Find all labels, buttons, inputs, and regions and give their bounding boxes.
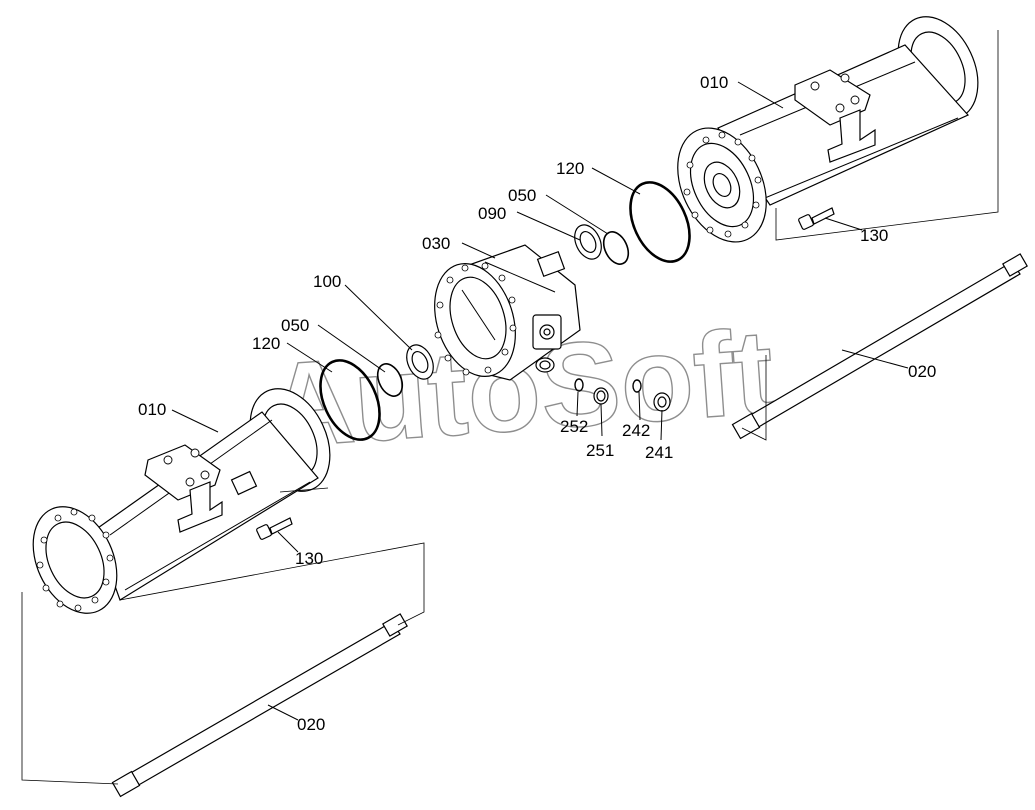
callout-251: 251 — [586, 441, 614, 460]
callout-120-right: 120 — [556, 159, 584, 178]
bearing-100 — [406, 344, 434, 380]
axle-shaft-right — [731, 253, 1028, 440]
o-ring-120-left — [319, 359, 381, 441]
callout-020-right: 020 — [908, 362, 936, 381]
callout-010-right: 010 — [700, 73, 728, 92]
callout-130-right: 130 — [860, 226, 888, 245]
leader-lines — [171, 81, 909, 721]
bolt-130-right — [798, 207, 835, 230]
axle-housing-left — [32, 388, 331, 614]
callout-120-left: 120 — [252, 334, 280, 353]
center-housing — [434, 244, 581, 381]
plug-251 — [593, 387, 609, 405]
o-ring-252 — [574, 378, 584, 392]
o-ring-120-right — [629, 181, 691, 263]
callout-090: 090 — [478, 204, 506, 223]
seal-ring-050-left — [376, 363, 404, 397]
axle-shaft-left — [111, 613, 408, 798]
callout-010-left: 010 — [138, 400, 166, 419]
bracket-right-upper — [775, 30, 999, 241]
bracket-right-lower — [741, 355, 767, 441]
callout-241: 241 — [645, 443, 673, 462]
seal-ring-050-right — [602, 231, 630, 265]
plug-241 — [653, 392, 671, 412]
bracket-left-upper — [279, 487, 329, 493]
callout-252: 252 — [560, 417, 588, 436]
callout-030: 030 — [422, 234, 450, 253]
axle-housing-right — [677, 16, 979, 243]
callout-050-right: 050 — [508, 186, 536, 205]
bracket-left-lower — [21, 542, 425, 785]
callout-100: 100 — [313, 272, 341, 291]
callout-130-left: 130 — [295, 549, 323, 568]
o-ring-242 — [632, 379, 642, 393]
callout-242: 242 — [622, 421, 650, 440]
bearing-090 — [574, 224, 602, 260]
callout-020-left: 020 — [297, 715, 325, 734]
callout-050-left: 050 — [281, 316, 309, 335]
bolt-130-left — [256, 517, 293, 540]
